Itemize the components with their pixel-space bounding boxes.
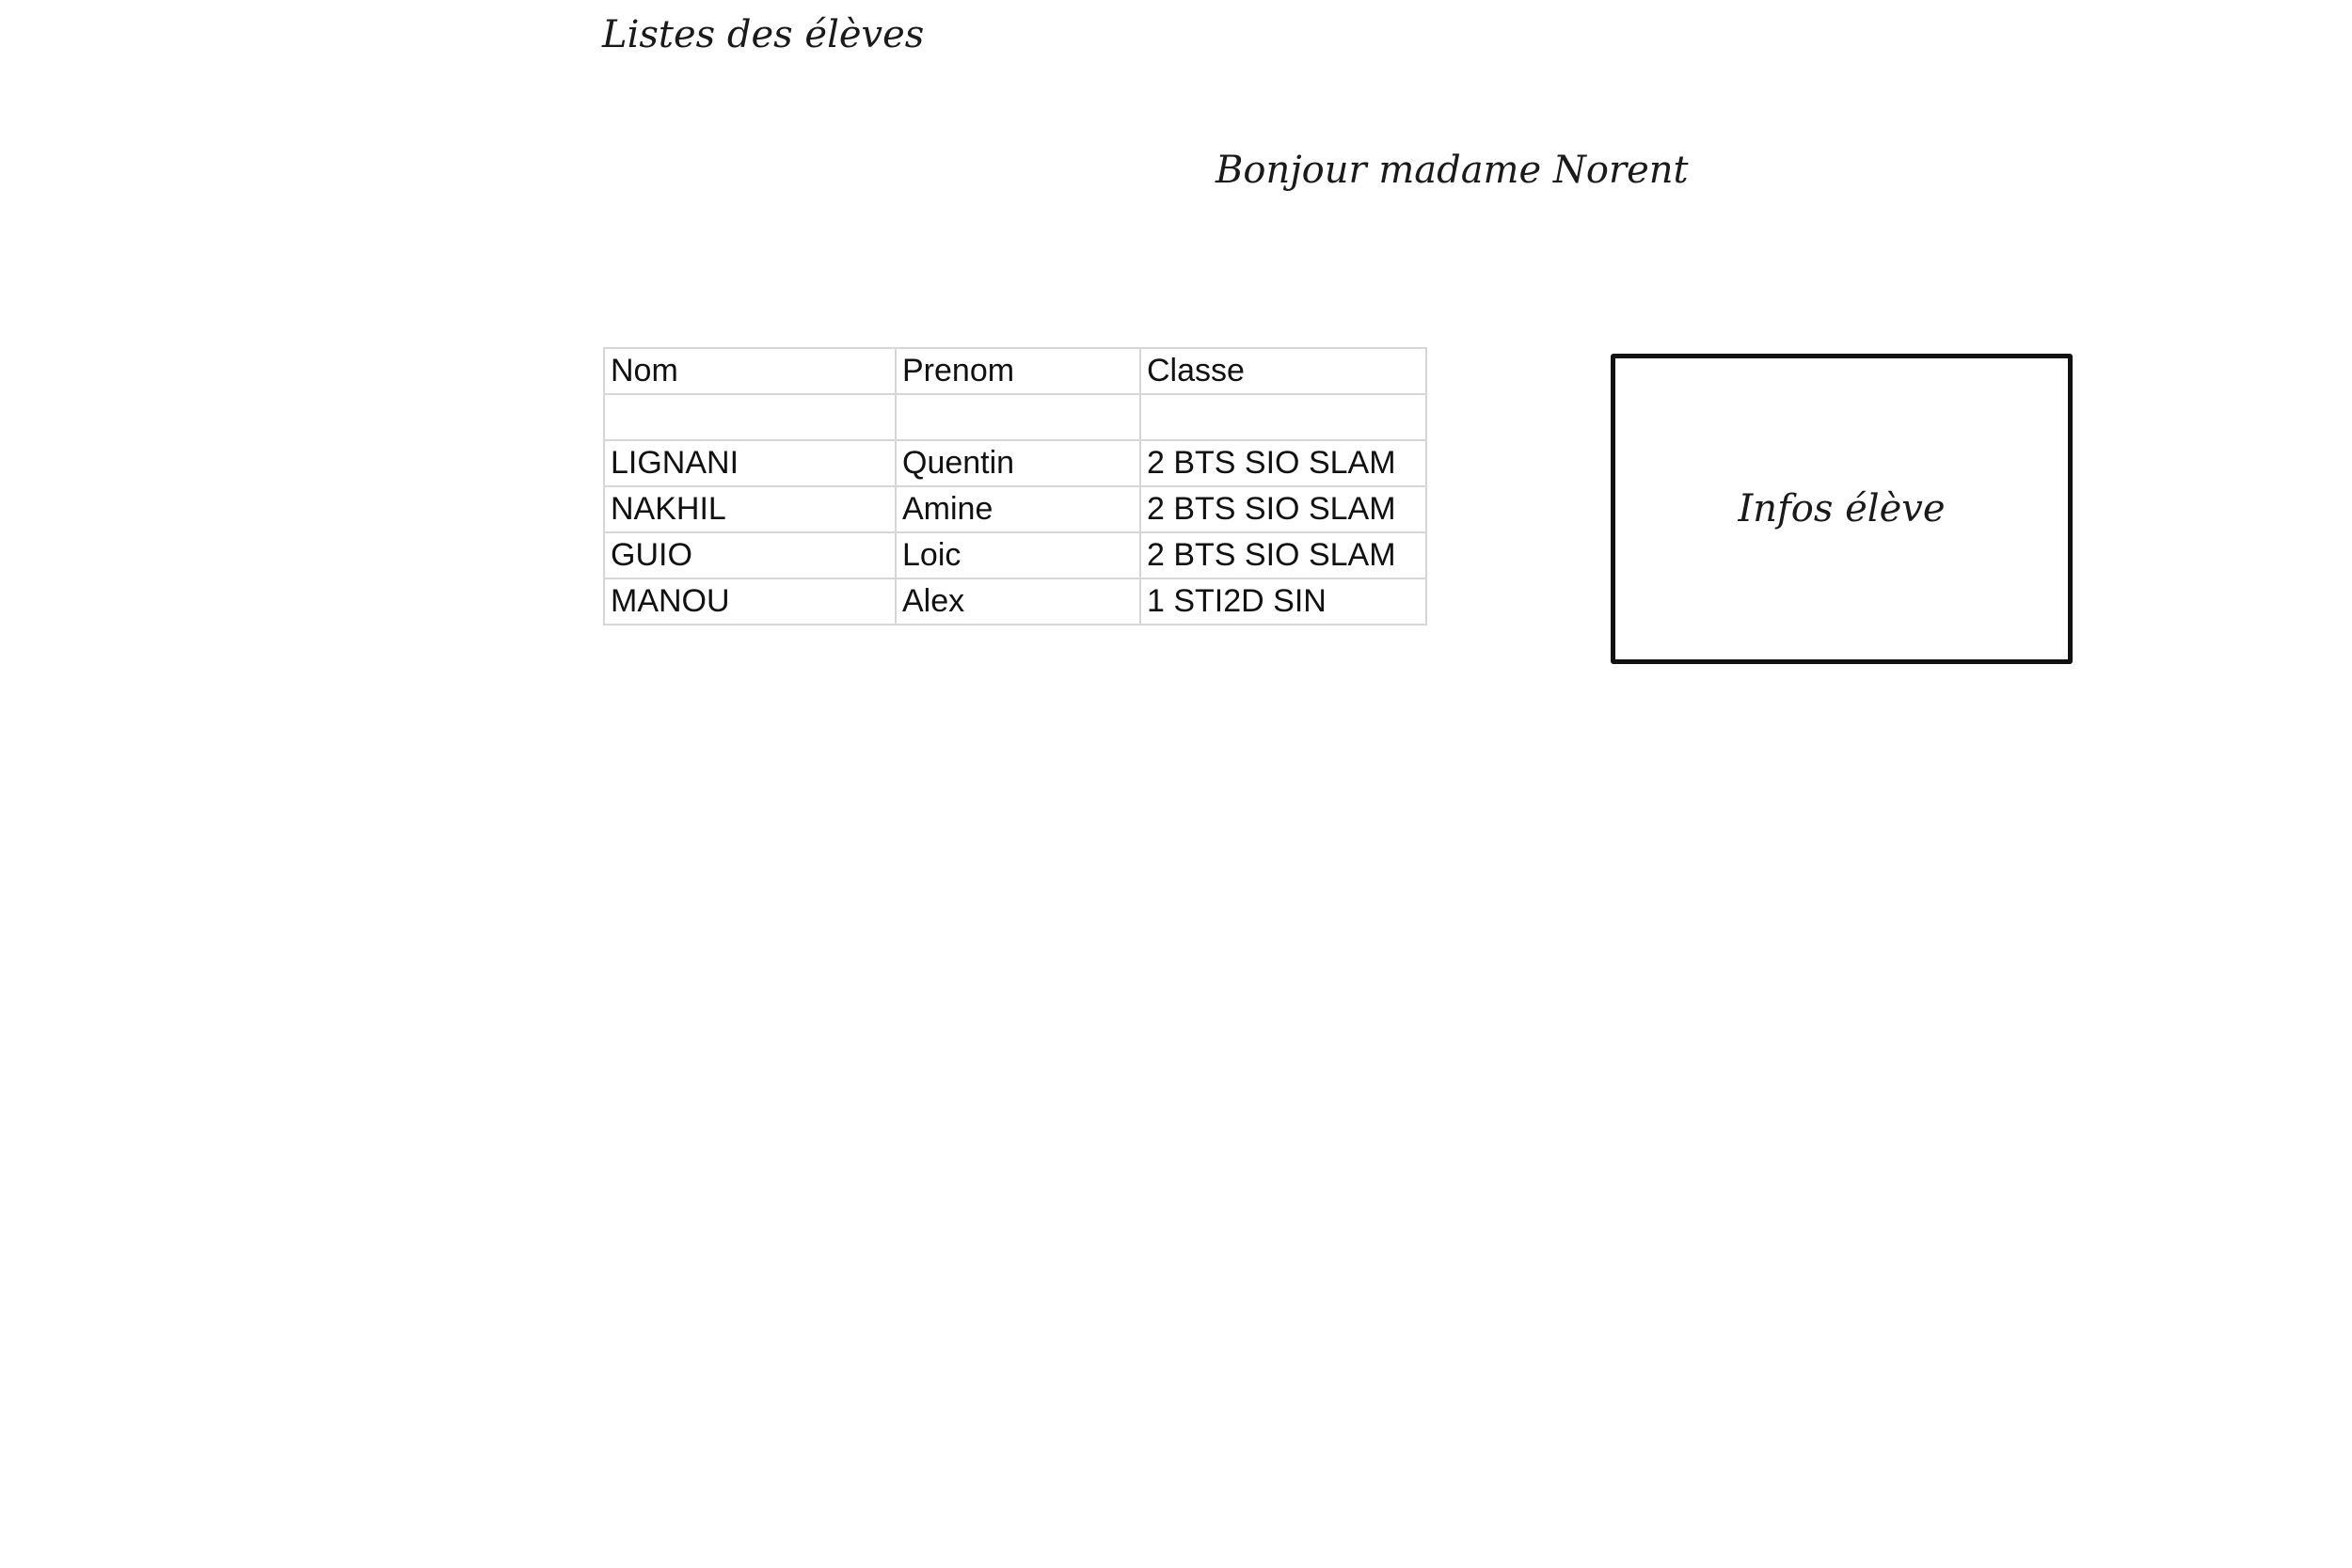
cell-prenom: Amine	[895, 485, 1141, 533]
cell-prenom	[895, 393, 1141, 441]
cell-prenom: Alex	[895, 578, 1141, 626]
table-row[interactable]: GUIO Loic 2 BTS SIO SLAM	[603, 531, 1427, 579]
column-header-prenom[interactable]: Prenom	[895, 347, 1141, 395]
page-title: Listes des élèves	[602, 13, 925, 56]
cell-classe: 2 BTS SIO SLAM	[1139, 485, 1427, 533]
student-info-panel: Infos élève	[1611, 354, 2073, 664]
cell-classe: 2 BTS SIO SLAM	[1139, 439, 1427, 487]
cell-nom: GUIO	[603, 531, 897, 579]
table-row[interactable]	[603, 393, 1427, 441]
cell-classe: 2 BTS SIO SLAM	[1139, 531, 1427, 579]
column-header-nom[interactable]: Nom	[603, 347, 897, 395]
student-table: Nom Prenom Classe LIGNANI Quentin 2 BTS …	[603, 347, 1427, 626]
cell-prenom: Quentin	[895, 439, 1141, 487]
cell-nom: LIGNANI	[603, 439, 897, 487]
cell-nom: NAKHIL	[603, 485, 897, 533]
student-info-label: Infos élève	[1738, 487, 1946, 531]
cell-nom	[603, 393, 897, 441]
cell-nom: MANOU	[603, 578, 897, 626]
cell-classe: 1 STI2D SIN	[1139, 578, 1427, 626]
table-row[interactable]: MANOU Alex 1 STI2D SIN	[603, 578, 1427, 626]
table-row[interactable]: LIGNANI Quentin 2 BTS SIO SLAM	[603, 439, 1427, 487]
greeting-text: Bonjour madame Norent	[1216, 149, 1689, 192]
cell-prenom: Loic	[895, 531, 1141, 579]
column-header-classe[interactable]: Classe	[1139, 347, 1427, 395]
table-row[interactable]: NAKHIL Amine 2 BTS SIO SLAM	[603, 485, 1427, 533]
cell-classe	[1139, 393, 1427, 441]
table-header-row: Nom Prenom Classe	[603, 347, 1427, 395]
